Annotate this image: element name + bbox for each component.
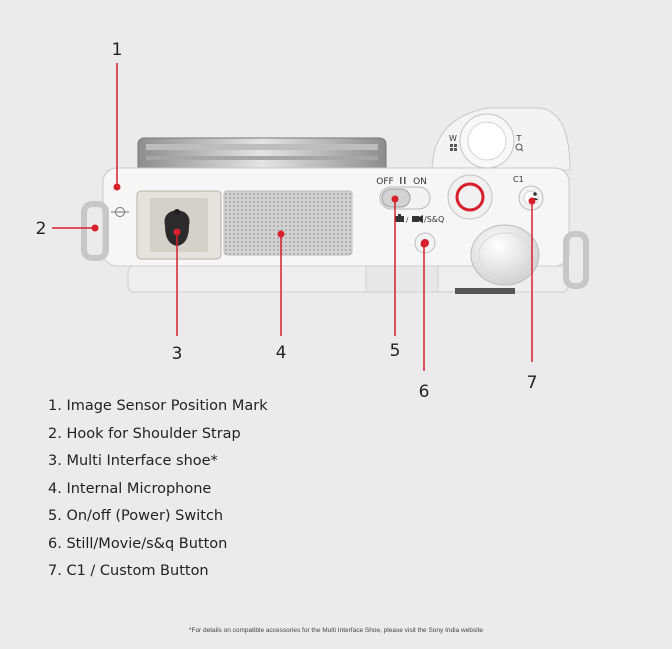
legend-item: 2. Hook for Shoulder Strap <box>48 425 241 442</box>
switch-tick-right <box>404 177 406 184</box>
zoom-tele-label: T <box>516 134 522 143</box>
multi-interface-shoe <box>136 190 222 260</box>
strap-hook-right <box>563 231 589 289</box>
mode-label: /S&Q <box>424 215 444 224</box>
legend-item: 1. Image Sensor Position Mark <box>48 398 268 414</box>
base-panel <box>365 265 439 293</box>
mode-separator: / <box>406 216 409 224</box>
magnifier-icon <box>515 143 524 152</box>
legend-item: 3. Multi Interface shoe* <box>48 453 218 469</box>
movie-icon <box>412 215 423 223</box>
microphone-grille <box>223 190 353 256</box>
callout-number-4: 4 <box>276 343 287 363</box>
callout-dots <box>91 183 536 248</box>
wide-index-icon <box>450 144 457 151</box>
callout-number-5: 5 <box>390 341 401 361</box>
strap-hook-left <box>81 201 109 261</box>
zoom-wide-label: W <box>449 134 457 143</box>
legend-item: 6. Still/Movie/s&q Button <box>48 535 228 552</box>
callout-dot-7 <box>528 197 536 205</box>
legend-item: 4. Internal Microphone <box>48 480 212 497</box>
zoom-lever[interactable] <box>459 113 515 169</box>
legend-list: 1. Image Sensor Position Mark 2. Hook fo… <box>48 396 268 589</box>
power-switch[interactable] <box>379 186 431 210</box>
c1-label: C1 <box>513 175 524 184</box>
footnote: *For details on compatible accessories f… <box>188 627 484 634</box>
record-button[interactable] <box>447 174 493 220</box>
callout-dot-6 <box>420 240 428 248</box>
lens <box>137 137 387 175</box>
callout-dot-1 <box>113 183 121 191</box>
callout-number-1: 1 <box>112 40 123 60</box>
callout-dot-5 <box>391 195 399 203</box>
callout-dot-3 <box>173 228 181 236</box>
base-grip <box>455 288 515 294</box>
callout-lines <box>52 63 533 371</box>
callout-number-3: 3 <box>172 344 183 364</box>
control-dial[interactable] <box>470 224 540 286</box>
switch-off-label: OFF <box>376 177 393 187</box>
callout-dot-4 <box>277 230 285 238</box>
sensor-mark-icon <box>111 207 129 217</box>
legend-item: 7. C1 / Custom Button <box>48 563 209 579</box>
legend-item: 5. On/off (Power) Switch <box>48 508 224 524</box>
callout-number-2: 2 <box>36 219 47 239</box>
switch-tick-left <box>400 177 402 184</box>
camera-icon <box>395 214 404 222</box>
switch-on-label: ON <box>413 177 427 187</box>
callout-number-7: 7 <box>527 373 538 393</box>
callout-number-6: 6 <box>419 382 430 402</box>
callout-dot-2 <box>91 224 99 232</box>
